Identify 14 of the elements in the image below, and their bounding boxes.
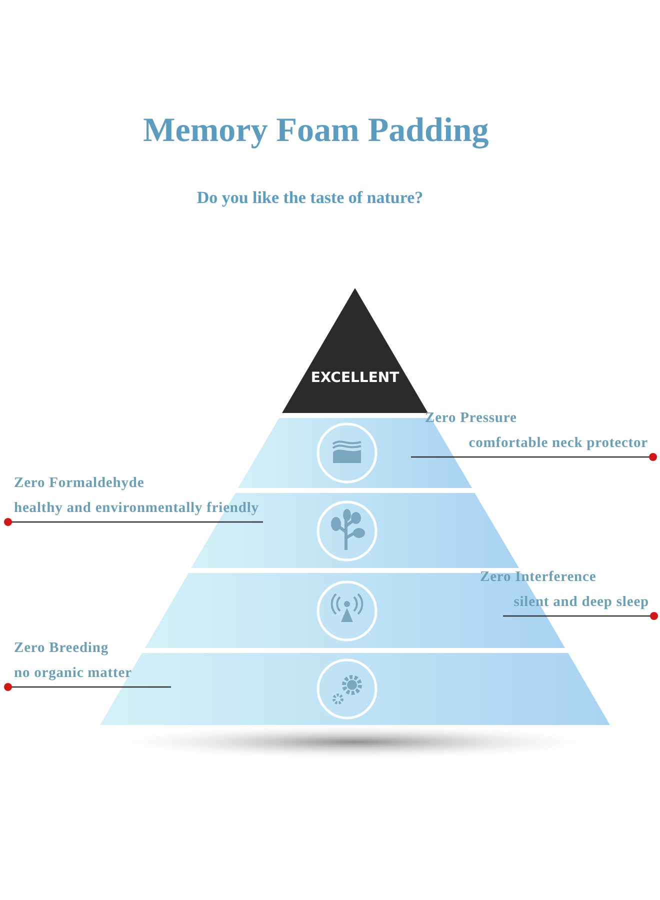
leader-line	[4, 683, 171, 691]
tier-label: EXCELLENT	[310, 370, 400, 386]
feature-heading: Zero Pressure	[425, 409, 517, 427]
pyramid-top-triangle	[282, 288, 428, 413]
feature-description: comfortable neck protector	[468, 434, 648, 452]
leader-line	[4, 518, 263, 526]
leader-line	[503, 612, 658, 620]
leader-line	[411, 453, 657, 461]
feature-heading: Zero Breeding	[14, 639, 108, 657]
feature-heading: Zero Formaldehyde	[14, 474, 144, 492]
subtitle: Do you like the taste of nature?	[196, 188, 424, 208]
feature-description: healthy and environmentally friendly	[14, 499, 259, 517]
feature-description: no organic matter	[14, 664, 132, 682]
title: Memory Foam Padding	[142, 112, 490, 150]
